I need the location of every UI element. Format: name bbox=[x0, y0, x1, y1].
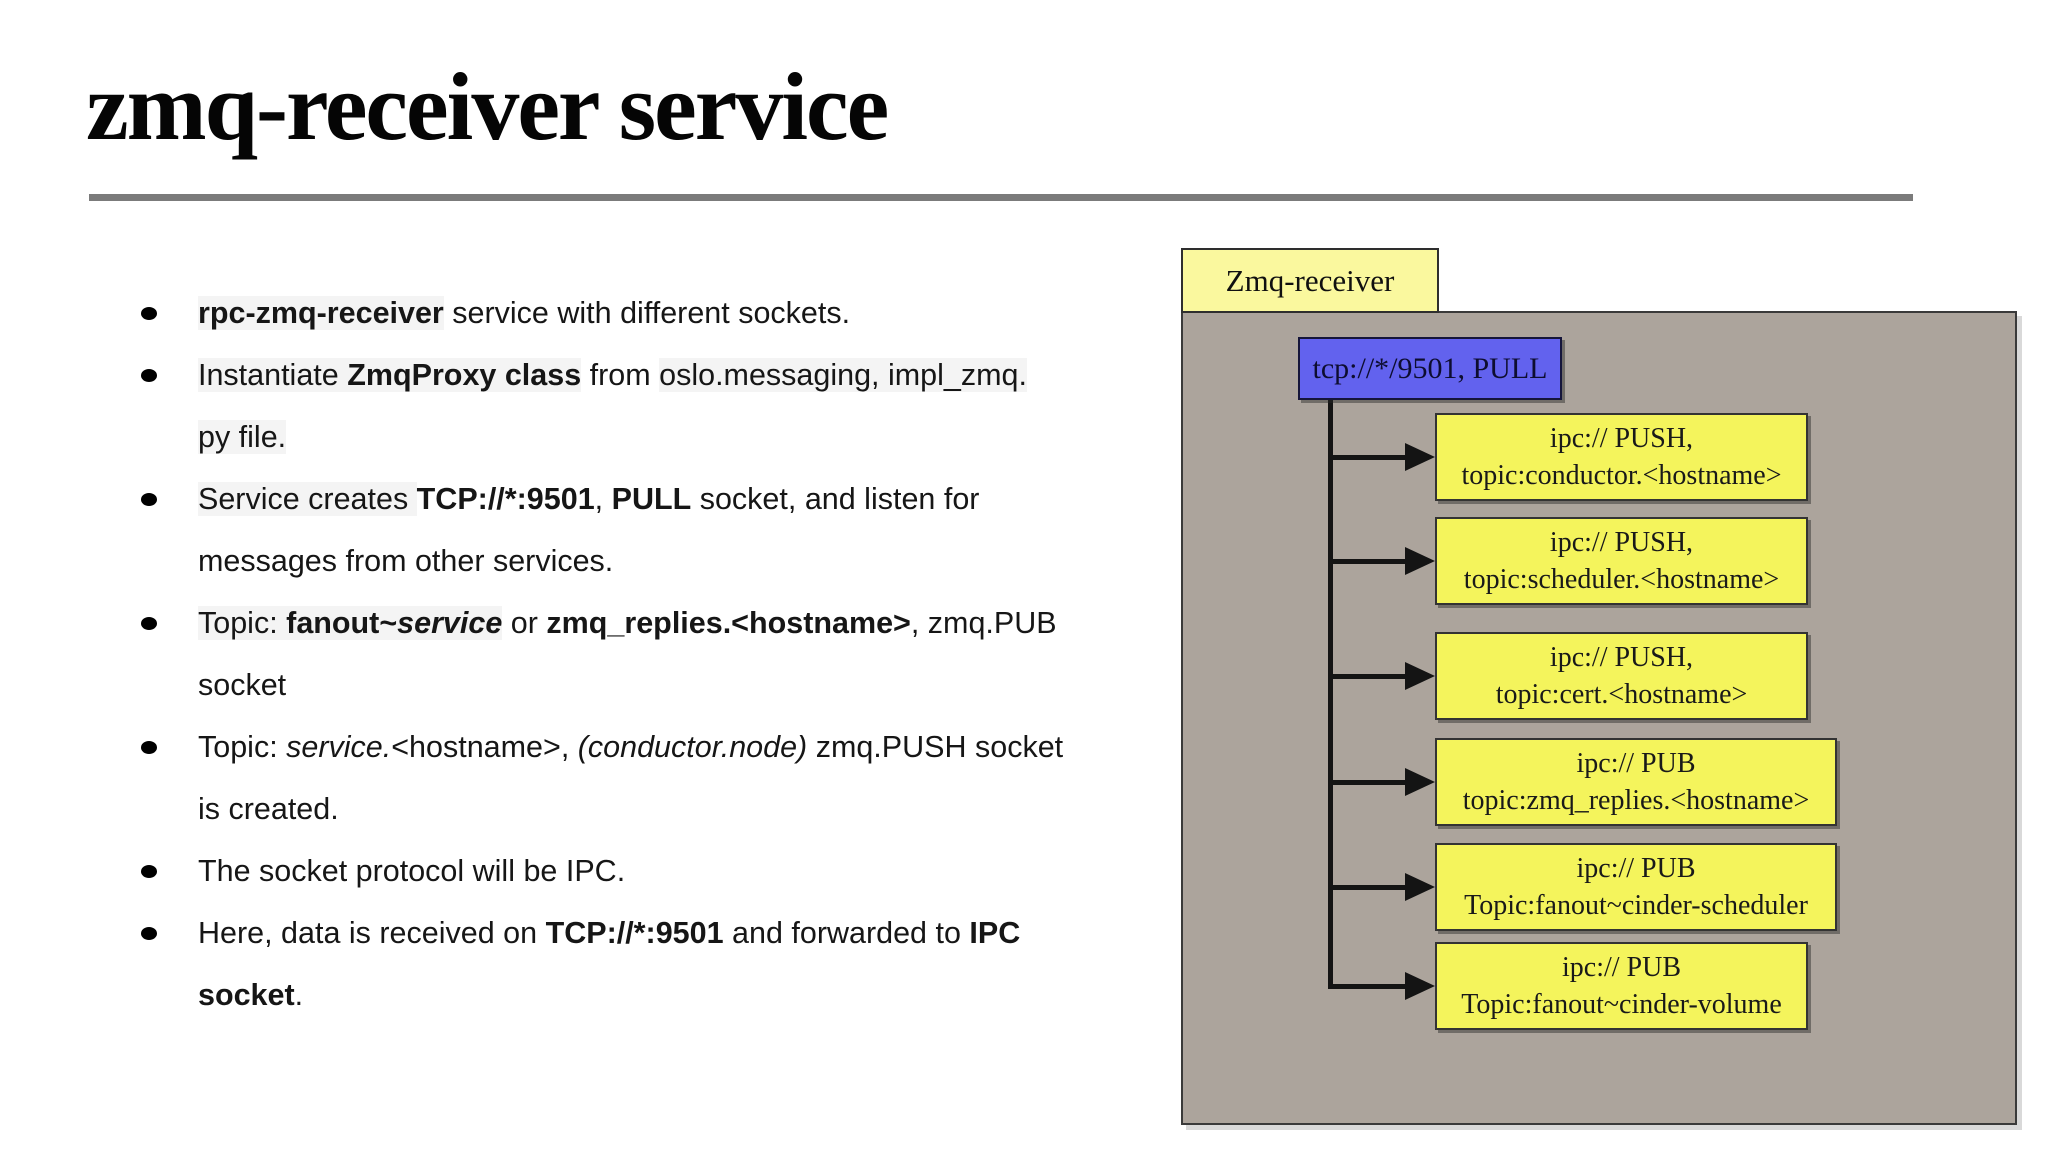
diagram-node-ipc-socket: ipc:// PUB topic:zmq_replies.<hostname> bbox=[1435, 738, 1837, 826]
bullet-text-segment: <hostname>, bbox=[391, 730, 578, 764]
connector-line bbox=[1330, 885, 1406, 890]
arrow-right-icon bbox=[1405, 443, 1435, 471]
diagram-tab-zmq-receiver: Zmq-receiver bbox=[1181, 248, 1439, 313]
bullet-text-segment: messages from other services. bbox=[198, 544, 614, 578]
bullet-item: rpc-zmq-receiver service with different … bbox=[140, 282, 1270, 344]
bullet-dot-icon bbox=[141, 741, 157, 754]
connector-line bbox=[1330, 455, 1406, 460]
bullet-dot-icon bbox=[141, 307, 157, 320]
bullet-text-segment: socket bbox=[198, 978, 295, 1012]
node-line2: Topic:fanout~cinder-volume bbox=[1461, 989, 1782, 1020]
bullet-text-segment: fanout~ bbox=[286, 606, 398, 640]
bullet-text-segment: . bbox=[294, 978, 304, 1012]
bullet-text-segment: rpc-zmq-receiver bbox=[198, 296, 444, 330]
bullet-item: The socket protocol will be IPC. bbox=[140, 840, 1270, 902]
node-line1: ipc:// PUSH, bbox=[1549, 527, 1694, 558]
node-line1: ipc:// PUB bbox=[1561, 952, 1681, 983]
node-line1: ipc:// PUSH, bbox=[1549, 642, 1694, 673]
bullet-item: Topic: fanout~service or zmq_replies.<ho… bbox=[140, 592, 1270, 716]
arrow-right-icon bbox=[1405, 662, 1435, 690]
bullet-text-segment: service with different sockets. bbox=[443, 296, 851, 330]
diagram-node-ipc-socket: ipc:// PUB Topic:fanout~cinder-volume bbox=[1435, 942, 1808, 1030]
zmq-receiver-diagram: Zmq-receiver tcp://*/9501, PULL ipc:// P… bbox=[1181, 248, 2048, 1152]
diagram-node-ipc-socket: ipc:// PUSH, topic:scheduler.<hostname> bbox=[1435, 517, 1808, 605]
bullet-text-segment: TCP://*:9501 bbox=[545, 916, 724, 950]
bullet-dot-icon bbox=[141, 369, 157, 382]
connector-vertical-line bbox=[1328, 400, 1333, 989]
bullet-text-segment: , bbox=[594, 482, 612, 516]
bullet-dot-icon bbox=[141, 865, 157, 878]
bullet-text-segment: service. bbox=[286, 730, 392, 764]
bullet-text-segment: TCP://*:9501 bbox=[416, 482, 595, 516]
bullet-text-segment: (conductor.node) bbox=[577, 730, 808, 764]
bullet-text-segment: is created. bbox=[198, 792, 339, 826]
bullet-text-segment: Topic: bbox=[198, 730, 287, 764]
connector-line bbox=[1330, 674, 1406, 679]
diagram-node-tcp-9501-pull: tcp://*/9501, PULL bbox=[1298, 337, 1562, 400]
node-line2: topic:zmq_replies.<hostname> bbox=[1462, 785, 1810, 816]
connector-line bbox=[1330, 780, 1406, 785]
arrow-right-icon bbox=[1405, 873, 1435, 901]
node-line1: ipc:// PUB bbox=[1576, 748, 1696, 779]
bullet-item: Topic: service.<hostname>, (conductor.no… bbox=[140, 716, 1270, 840]
bullet-dot-icon bbox=[141, 493, 157, 506]
bullet-dot-icon bbox=[141, 617, 157, 630]
node-line2: topic:scheduler.<hostname> bbox=[1463, 564, 1780, 595]
bullet-text-segment: PULL bbox=[611, 482, 692, 516]
node-line1: ipc:// PUB bbox=[1576, 853, 1696, 884]
bullet-text-segment: py file. bbox=[198, 420, 287, 454]
connector-line bbox=[1330, 559, 1406, 564]
title-divider bbox=[89, 194, 1913, 201]
bullet-text-segment: oslo.messaging, impl_zmq. bbox=[659, 358, 1027, 392]
bullet-text-segment: Service creates bbox=[198, 482, 417, 516]
bullet-text-segment: service bbox=[397, 606, 503, 640]
node-line2: Topic:fanout~cinder-scheduler bbox=[1464, 890, 1808, 921]
bullet-list: rpc-zmq-receiver service with different … bbox=[140, 282, 1270, 1026]
node-line2: topic:cert.<hostname> bbox=[1495, 679, 1748, 710]
bullet-text-segment: or bbox=[502, 606, 547, 640]
bullet-text-segment: from bbox=[581, 358, 660, 392]
arrow-right-icon bbox=[1405, 972, 1435, 1000]
bullet-text-segment: IPC bbox=[969, 916, 1021, 950]
node-line2: topic:conductor.<hostname> bbox=[1461, 460, 1782, 491]
bullet-text-segment: zmq.PUSH socket bbox=[807, 730, 1064, 764]
bullet-text-segment: Topic: bbox=[198, 606, 287, 640]
bullet-item: Service creates TCP://*:9501, PULL socke… bbox=[140, 468, 1270, 592]
bullet-text-segment: ZmqProxy class bbox=[347, 358, 582, 392]
bullet-dot-icon bbox=[141, 927, 157, 940]
bullet-text-segment: zmq_replies.<hostname> bbox=[546, 606, 911, 640]
connector-line bbox=[1330, 984, 1406, 989]
bullet-text-segment: Here, data is received on bbox=[198, 916, 546, 950]
bullet-text-segment: socket bbox=[198, 668, 287, 702]
node-line1: ipc:// PUSH, bbox=[1549, 423, 1694, 454]
bullet-item: Here, data is received on TCP://*:9501 a… bbox=[140, 902, 1270, 1026]
arrow-right-icon bbox=[1405, 547, 1435, 575]
bullet-text-segment: , zmq.PUB bbox=[910, 606, 1057, 640]
arrow-right-icon bbox=[1405, 768, 1435, 796]
bullet-text-segment: and forwarded to bbox=[723, 916, 970, 950]
diagram-node-ipc-socket: ipc:// PUB Topic:fanout~cinder-scheduler bbox=[1435, 843, 1837, 931]
diagram-node-ipc-socket: ipc:// PUSH, topic:conductor.<hostname> bbox=[1435, 413, 1808, 501]
page-title: zmq-receiver service bbox=[86, 53, 889, 160]
bullet-text-segment: socket, and listen for bbox=[691, 482, 980, 516]
bullet-text-segment: The socket protocol will be IPC. bbox=[198, 854, 626, 888]
diagram-node-ipc-socket: ipc:// PUSH, topic:cert.<hostname> bbox=[1435, 632, 1808, 720]
bullet-item: Instantiate ZmqProxy class from oslo.mes… bbox=[140, 344, 1270, 468]
bullet-text-segment: Instantiate bbox=[198, 358, 348, 392]
